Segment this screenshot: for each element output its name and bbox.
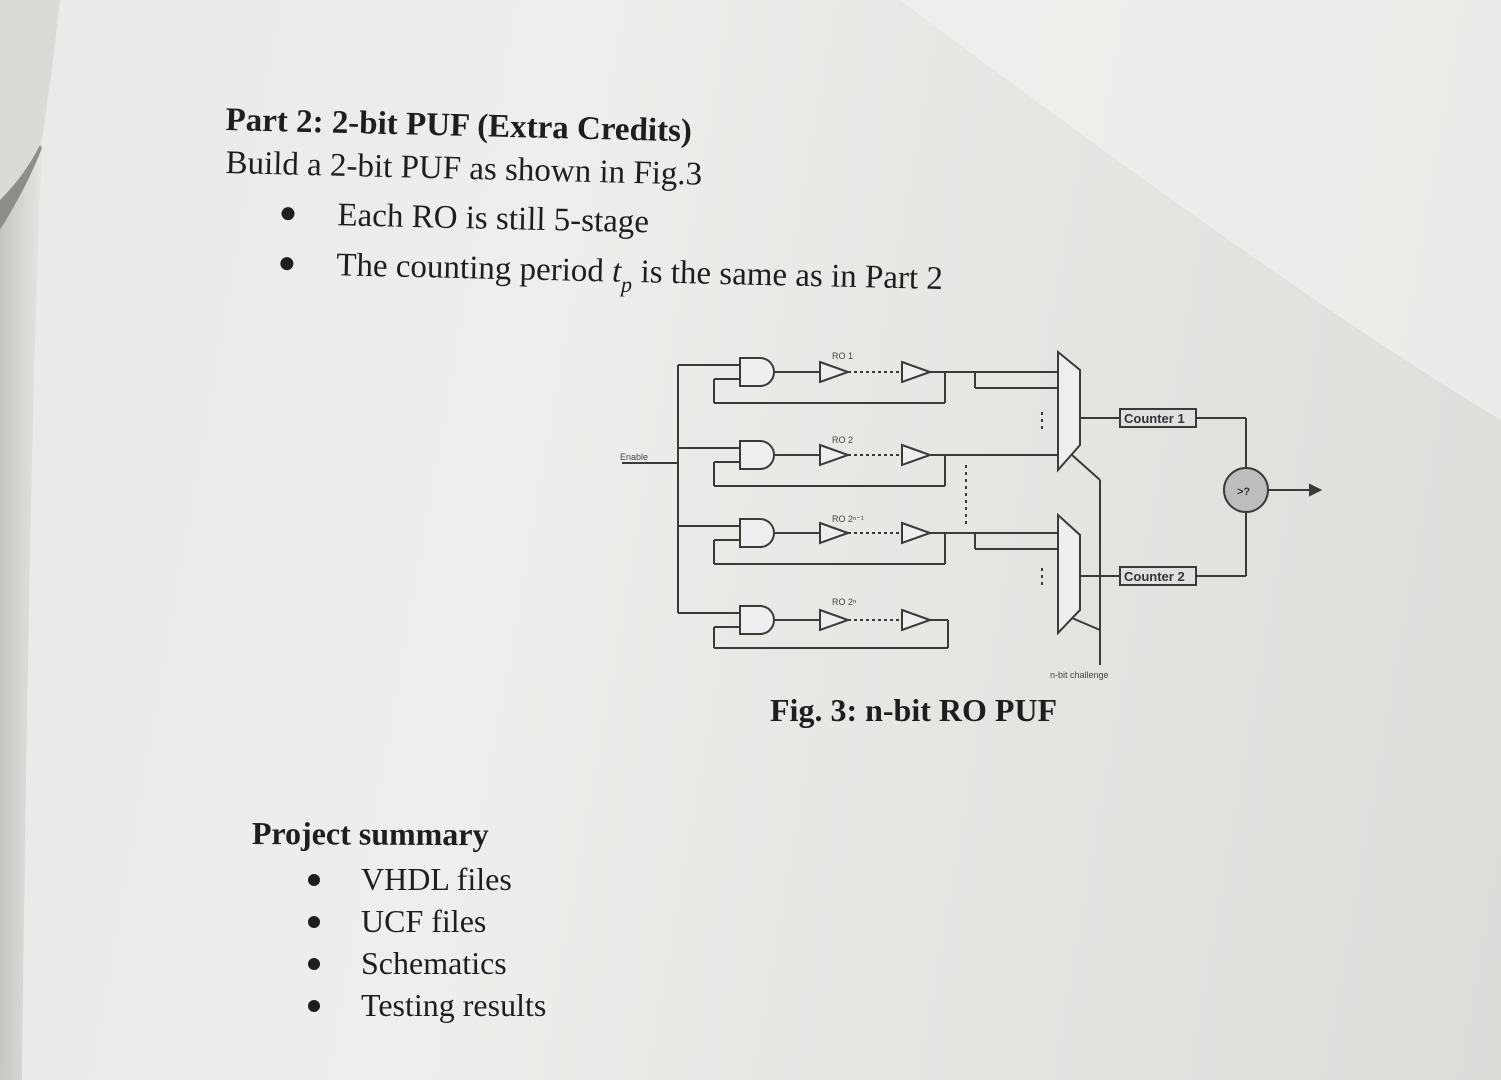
ro-row-4 [678, 605, 949, 649]
bullet-text-before: The counting period [335, 247, 613, 290]
summary-title: Project summary [251, 815, 489, 853]
counter-2-label: Counter 2 [1124, 569, 1185, 584]
summary-list: VHDL files UCF files Schematics Testing … [308, 858, 546, 1026]
challenge-label: n-bit challenge [1050, 670, 1109, 680]
bullet-icon [308, 874, 320, 886]
ro-row-1 [678, 357, 1058, 404]
summary-item-text: Testing results [361, 987, 547, 1023]
bullet-text: Each RO is still 5-stage [337, 197, 650, 241]
figure-caption: Fig. 3: n-bit RO PUF [770, 692, 1058, 728]
enable-label: Enable [620, 452, 648, 462]
comparator-label: >? [1237, 486, 1250, 498]
bullet-icon [308, 916, 320, 928]
mux-1 [1057, 349, 1081, 473]
summary-item-text: UCF files [361, 903, 487, 939]
list-item: VHDL files [308, 858, 546, 900]
ro-puf-diagram: Enable RO 1 RO 2 RO 2ⁿ⁻¹ RO 2ⁿ n-bit cha… [620, 349, 1323, 680]
time-subscript: p [620, 271, 633, 297]
bullet-icon [281, 206, 295, 221]
ro-label-4: RO 2ⁿ [832, 597, 856, 607]
ro-label-1: RO 1 [832, 351, 853, 361]
bullet-icon [280, 256, 294, 271]
summary-item-text: VHDL files [361, 861, 512, 897]
summary-item-text: Schematics [361, 945, 507, 981]
counter-1-label: Counter 1 [1124, 411, 1185, 426]
ro-label-3: RO 2ⁿ⁻¹ [832, 514, 864, 524]
mux-2 [1057, 512, 1081, 636]
requirements-list: Each RO is still 5-stage The counting pe… [280, 192, 945, 307]
list-item: UCF files [308, 900, 546, 942]
bullet-icon [308, 1000, 320, 1012]
bullet-text-after: is the same as in Part 2 [631, 253, 944, 298]
ro-label-2: RO 2 [832, 435, 853, 445]
ro-row-2 [678, 440, 1058, 487]
list-item: Testing results [308, 984, 546, 1026]
ro-row-3 [678, 518, 1058, 565]
bullet-icon [308, 958, 320, 970]
list-item: Schematics [308, 942, 546, 984]
